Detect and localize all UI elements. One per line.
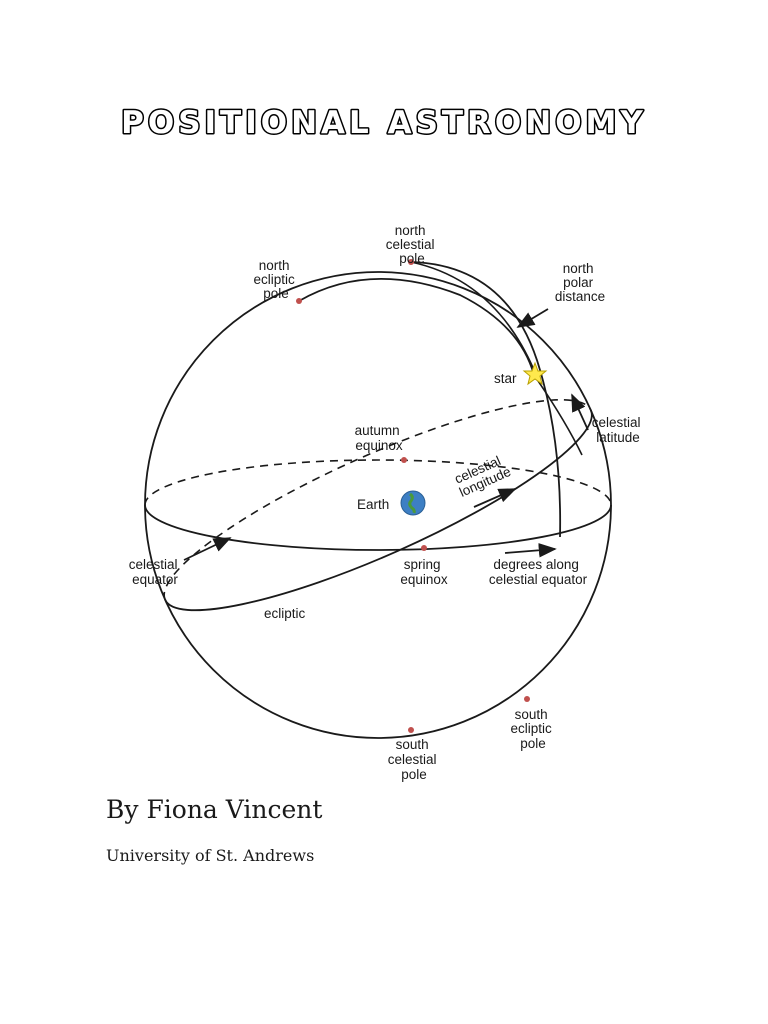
degrees-along-arrow [504, 543, 557, 558]
label-degrees-along-equator: degrees along celestial equator [489, 557, 588, 587]
celestial-equator-arrow [183, 537, 232, 561]
celestial-sphere-diagram: north celestial pole north ecliptic pole… [110, 205, 670, 795]
label-ecliptic: ecliptic [264, 606, 306, 621]
spring-equinox-marker [421, 545, 427, 551]
label-celestial-latitude: celestial latitude [592, 415, 645, 445]
celestial-equator-back [144, 459, 612, 506]
author-affiliation: University of St. Andrews [106, 846, 315, 865]
label-south-celestial-pole: south celestial pole [388, 737, 441, 782]
document-title: POSITIONAL ASTRONOMY [121, 105, 647, 141]
label-earth: Earth [357, 497, 389, 512]
celestial-longitude-arrow [473, 488, 517, 508]
label-celestial-equator: celestial equator [129, 557, 182, 587]
ecliptic-back [163, 399, 592, 601]
earth-icon [400, 490, 426, 516]
label-celestial-longitude: celestial longitude [451, 451, 513, 500]
south-ecliptic-pole-marker [524, 696, 530, 702]
celestial-latitude-arc [533, 374, 583, 456]
celestial-latitude-arrow [571, 393, 589, 431]
label-north-celestial-pole: north celestial pole [386, 223, 439, 266]
north-celestial-pole-marker [408, 259, 414, 265]
label-autumn-equinox: autumn equinox [355, 423, 404, 453]
label-north-polar-distance: north polar distance [555, 261, 605, 304]
label-spring-equinox: spring equinox [400, 557, 448, 587]
south-celestial-pole-marker [408, 727, 414, 733]
north-polar-distance-arrow [516, 308, 549, 328]
label-star: star [494, 371, 517, 386]
hour-circle-arc [410, 261, 562, 538]
celestial-equator-front [144, 504, 612, 551]
star-icon [522, 361, 548, 386]
label-north-ecliptic-pole: north ecliptic pole [253, 258, 298, 301]
author-name: By Fiona Vincent [106, 795, 323, 824]
autumn-equinox-marker [401, 457, 407, 463]
north-polar-distance-arc [410, 261, 535, 371]
ecliptic-latitude-arc [298, 278, 535, 376]
north-ecliptic-pole-marker [296, 298, 302, 304]
label-south-ecliptic-pole: south ecliptic pole [510, 707, 555, 751]
title-banner: POSITIONAL ASTRONOMY [0, 96, 768, 146]
